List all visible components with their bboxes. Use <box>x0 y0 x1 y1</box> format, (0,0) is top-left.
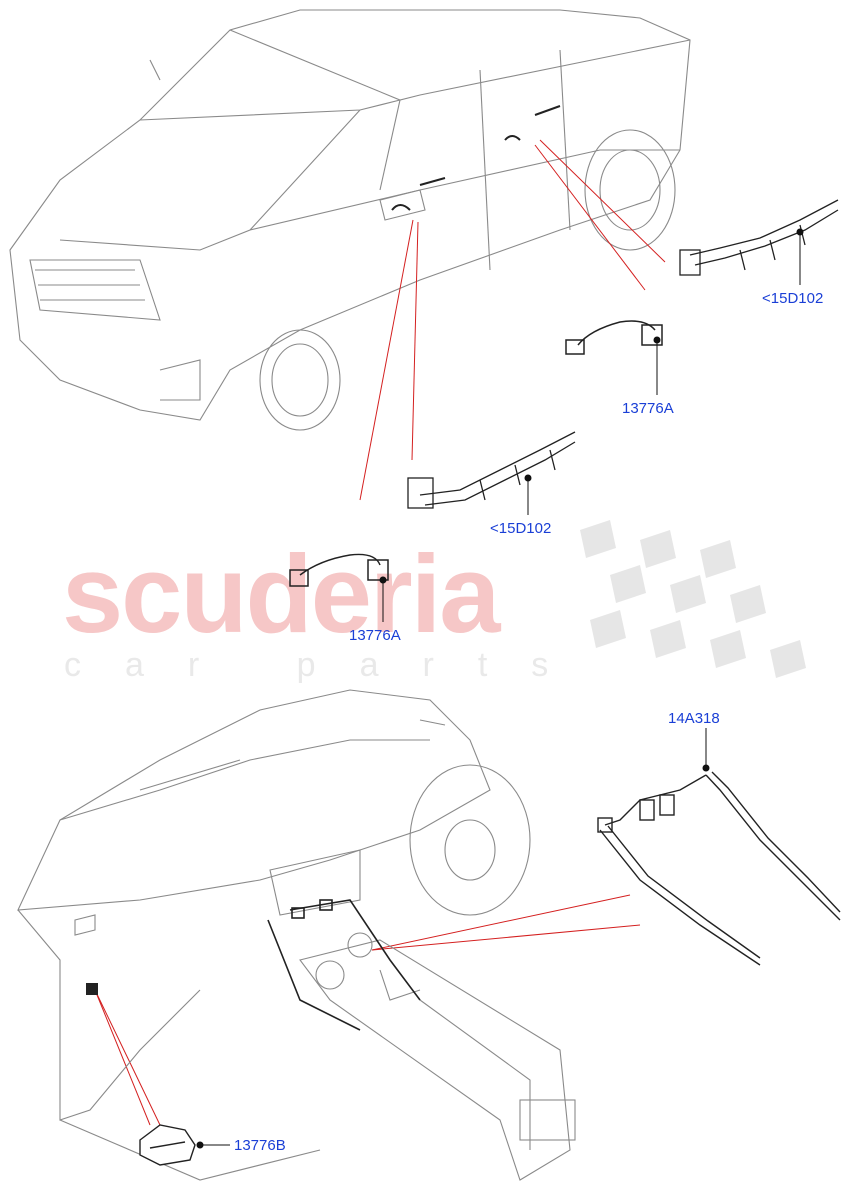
console-harness <box>267 899 421 1031</box>
front-door-harness <box>407 431 576 509</box>
callout-front-cable[interactable]: 13776A <box>349 627 401 644</box>
checkered-flag-icon <box>580 520 806 678</box>
module-detail <box>139 1124 196 1166</box>
dash-harness-detail <box>597 771 841 966</box>
rear-door-harness <box>679 199 839 276</box>
callout-leaders <box>196 228 804 1149</box>
callout-front-harness[interactable]: <15D102 <box>490 520 552 537</box>
vehicle-exterior-outline <box>9 9 691 431</box>
callout-rear-cable[interactable]: 13776A <box>622 400 674 417</box>
rear-cable <box>565 320 663 355</box>
callout-module[interactable]: 13776B <box>234 1137 286 1154</box>
module-in-place <box>86 983 98 995</box>
watermark-tagline: car parts <box>64 646 593 684</box>
leader-lines <box>94 139 666 1126</box>
door-handle-marks <box>391 105 561 211</box>
dashboard-outline <box>17 689 576 1181</box>
front-cable <box>289 553 389 587</box>
callout-dash-harness[interactable]: 14A318 <box>668 710 720 727</box>
callout-rear-harness[interactable]: <15D102 <box>762 290 824 307</box>
watermark-brand: scuderia <box>62 533 500 656</box>
